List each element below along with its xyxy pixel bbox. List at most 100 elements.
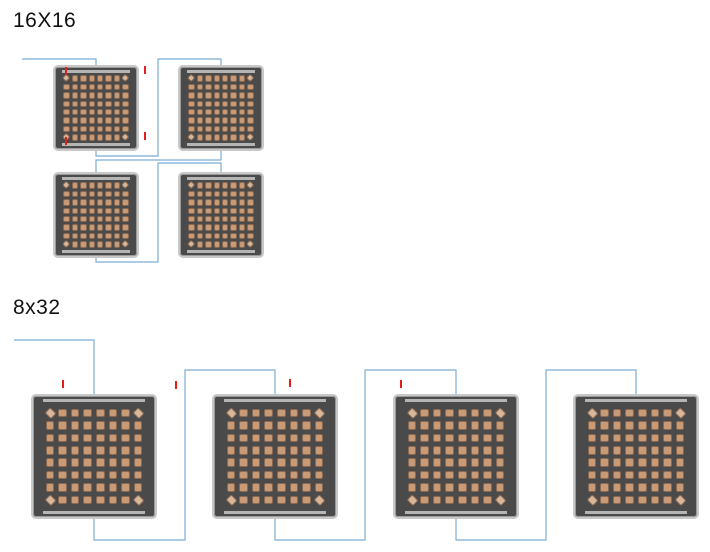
led-cell	[46, 434, 54, 442]
led-cell	[114, 84, 120, 90]
led-cell	[63, 241, 70, 248]
led-cell	[197, 118, 203, 123]
led-cell	[72, 183, 78, 188]
led-cell	[122, 182, 129, 189]
led-cell	[89, 233, 94, 239]
led-cell	[84, 484, 91, 491]
led-cell	[303, 471, 310, 479]
led-cell	[109, 459, 116, 466]
led-cell	[134, 447, 142, 454]
led-cell	[214, 110, 219, 115]
led-cell	[248, 233, 253, 239]
led-cell	[459, 447, 466, 454]
led-cell	[206, 126, 211, 132]
data-wire-b-c	[274, 369, 457, 541]
led-cell	[651, 496, 658, 504]
led-cell	[123, 110, 128, 115]
led-cell	[214, 200, 219, 205]
led-cell	[248, 126, 253, 132]
led-cell	[252, 496, 260, 504]
led-cell	[446, 484, 453, 491]
led-cell	[231, 183, 236, 188]
led-cell	[64, 200, 69, 205]
orientation-marker	[400, 380, 402, 388]
led-cell	[63, 75, 70, 82]
led-cell	[123, 217, 128, 222]
led-cell	[227, 447, 235, 454]
led-cell	[214, 191, 219, 197]
led-cell	[588, 484, 596, 491]
led-cell	[189, 101, 194, 106]
led-cell	[114, 208, 120, 213]
led-cell	[59, 471, 66, 479]
led-cell	[639, 459, 646, 466]
led-panel-8x32-2	[212, 394, 338, 519]
led-cell	[123, 208, 128, 213]
led-cell	[98, 110, 103, 115]
led-cell	[226, 495, 236, 505]
led-cell	[248, 110, 253, 115]
led-cell	[248, 217, 253, 222]
led-cell	[98, 191, 103, 197]
led-cell	[98, 208, 103, 213]
led-cell	[122, 484, 129, 491]
led-cell	[433, 484, 441, 491]
led-cell	[601, 471, 608, 479]
led-cell	[122, 134, 129, 141]
led-cell	[189, 126, 194, 132]
led-cell	[46, 447, 54, 454]
led-cell	[81, 101, 86, 106]
led-cell	[651, 409, 658, 417]
led-cell	[72, 242, 78, 247]
led-cell	[114, 225, 120, 230]
led-cell	[89, 126, 94, 132]
orientation-marker	[62, 380, 64, 388]
led-cell	[97, 409, 104, 417]
led-cell	[72, 126, 78, 132]
led-cell	[97, 447, 104, 454]
led-cell	[613, 434, 621, 442]
led-cell	[223, 200, 228, 205]
led-cell	[89, 76, 94, 81]
led-cell	[252, 471, 260, 479]
led-cell	[231, 118, 236, 123]
led-cell	[106, 118, 111, 123]
led-cell	[114, 191, 120, 197]
led-cell	[109, 484, 116, 491]
led-cell	[265, 484, 272, 491]
led-cell	[206, 233, 211, 239]
led-cell	[626, 447, 633, 454]
led-cell	[613, 422, 621, 429]
led-cell	[122, 471, 129, 479]
led-cell	[188, 75, 195, 82]
led-cell	[239, 126, 245, 132]
led-cell	[134, 422, 142, 429]
led-cell	[206, 200, 211, 205]
led-cell	[84, 496, 91, 504]
led-cell	[122, 409, 129, 417]
led-cell	[252, 434, 260, 442]
led-cell	[123, 101, 128, 106]
led-cell	[626, 409, 633, 417]
led-cell	[214, 118, 219, 123]
led-cell	[290, 434, 297, 442]
led-cell	[206, 93, 211, 98]
led-cell	[226, 408, 236, 418]
led-cell	[98, 242, 103, 247]
led-cell	[433, 459, 441, 466]
led-cell	[223, 208, 228, 213]
led-cell	[676, 434, 684, 442]
led-cell	[223, 84, 228, 90]
led-cell	[72, 101, 78, 106]
led-cell	[71, 496, 79, 504]
led-cell	[315, 422, 323, 429]
led-panel-8x32-4	[573, 394, 699, 519]
led-cell	[206, 101, 211, 106]
led-cell	[639, 484, 646, 491]
led-cell	[71, 422, 79, 429]
led-cell	[651, 422, 658, 429]
led-cell	[601, 434, 608, 442]
led-cell	[651, 447, 658, 454]
led-cell	[109, 434, 116, 442]
led-cell	[248, 118, 253, 123]
